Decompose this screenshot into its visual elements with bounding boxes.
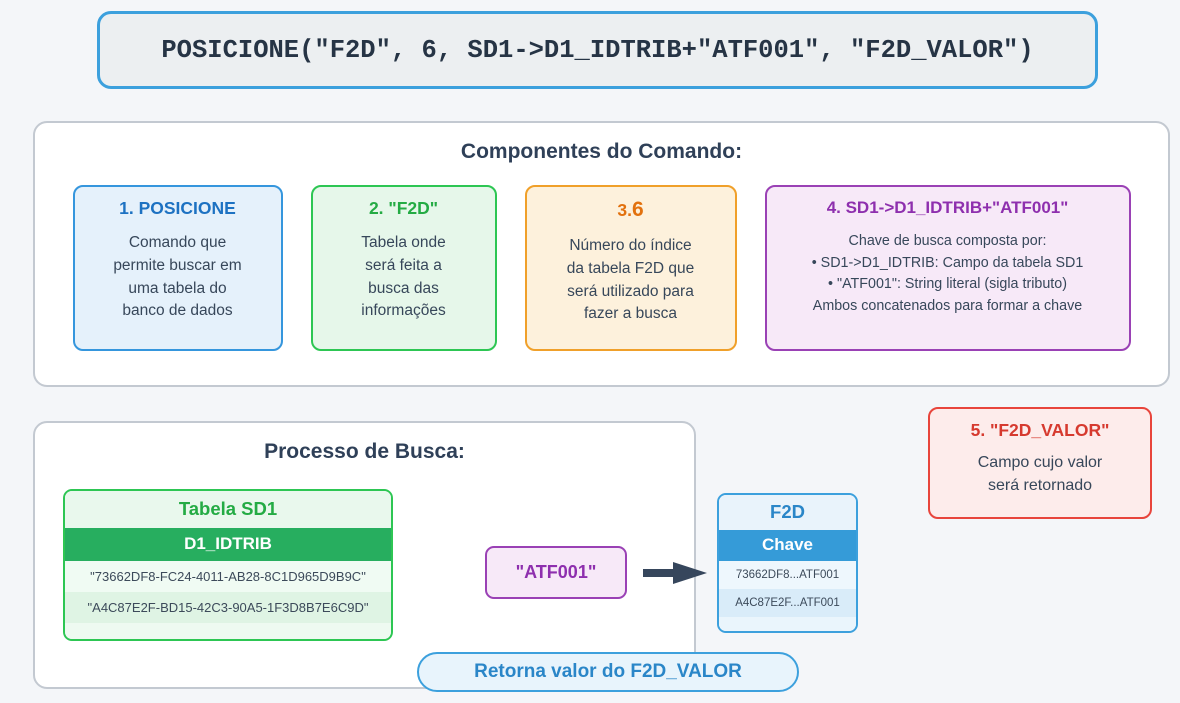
component-card-body: Número do índice da tabela F2D que será … bbox=[535, 235, 727, 326]
components-title: Componentes do Comando: bbox=[460, 140, 743, 163]
component-card-body: Chave de busca composta por: • SD1->D1_I… bbox=[775, 231, 1121, 318]
component-cards-row: 1. POSICIONE Comando que permite buscar … bbox=[35, 185, 1168, 351]
card-line: uma tabela do bbox=[128, 279, 227, 297]
sd1-table: Tabela SD1 D1_IDTRIB "73662DF8-FC24-4011… bbox=[63, 489, 393, 641]
component-card-title: 4. SD1->D1_IDTRIB+"ATF001" bbox=[826, 198, 1069, 217]
component-card-chave: 4. SD1->D1_IDTRIB+"ATF001" Chave de busc… bbox=[764, 185, 1131, 351]
arrow-right-icon bbox=[643, 562, 707, 584]
card-line: Ambos concatenados para formar a chave bbox=[812, 298, 1083, 315]
f2d-table-caption: F2D bbox=[719, 495, 856, 530]
card-line: busca das bbox=[368, 279, 439, 297]
card-title-number: 6 bbox=[631, 198, 644, 221]
command-box: POSICIONE("F2D", 6, SD1->D1_IDTRIB+"ATF0… bbox=[97, 11, 1098, 89]
card-line: será retornado bbox=[987, 477, 1093, 495]
component-card-title: 5. "F2D_VALOR" bbox=[970, 420, 1110, 440]
f2d-table-filler bbox=[719, 617, 856, 631]
component-card-body: Campo cujo valor será retornado bbox=[930, 451, 1150, 497]
card-line: fazer a busca bbox=[583, 305, 678, 323]
f2d-table-header: Chave bbox=[719, 530, 856, 561]
table-row: "A4C87E2F-BD15-42C3-90A5-1F3D8B7E6C9D" bbox=[65, 592, 391, 623]
card-line: Comando que bbox=[128, 234, 227, 251]
table-row: "73662DF8-FC24-4011-AB28-8C1D965D9B9C" bbox=[65, 561, 391, 592]
components-panel: Componentes do Comando: 1. POSICIONE Com… bbox=[33, 121, 1170, 387]
sd1-table-caption: Tabela SD1 bbox=[65, 491, 391, 528]
search-key-chip: "ATF001" bbox=[485, 546, 627, 599]
component-card-indice: 3.6 Número do índice da tabela F2D que s… bbox=[524, 185, 737, 351]
card-line: banco de dados bbox=[122, 302, 233, 320]
component-card-body: Comando que permite buscar em uma tabela… bbox=[83, 232, 273, 323]
card-line: será utilizado para bbox=[567, 282, 694, 300]
card-line: Tabela onde bbox=[361, 234, 446, 251]
component-card-body: Tabela onde será feita a busca das infor… bbox=[321, 232, 487, 323]
table-row: 73662DF8...ATF001 bbox=[719, 561, 856, 589]
component-card-title: 2. "F2D" bbox=[368, 198, 439, 218]
component-card-valor: 5. "F2D_VALOR" Campo cujo valor será ret… bbox=[928, 407, 1152, 519]
component-card-title: 1. POSICIONE bbox=[119, 198, 236, 218]
card-line: será feita a bbox=[365, 256, 442, 274]
card-title-prefix: 3. bbox=[617, 200, 632, 220]
card-line: Número do índice bbox=[569, 237, 692, 254]
card-line: • "ATF001": String literal (sigla tribut… bbox=[828, 276, 1067, 293]
command-text: POSICIONE("F2D", 6, SD1->D1_IDTRIB+"ATF0… bbox=[161, 35, 1034, 65]
component-card-title: 3.6 bbox=[535, 198, 727, 222]
card-line: • SD1->D1_IDTRIB: Campo da tabela SD1 bbox=[811, 254, 1084, 271]
card-line: Campo cujo valor bbox=[977, 454, 1103, 471]
sd1-table-header: D1_IDTRIB bbox=[65, 528, 391, 561]
sd1-table-filler bbox=[65, 623, 391, 639]
f2d-table: F2D Chave 73662DF8...ATF001 A4C87E2F...A… bbox=[717, 493, 858, 633]
component-card-f2d: 2. "F2D" Tabela onde será feita a busca … bbox=[310, 185, 497, 351]
card-line: permite buscar em bbox=[113, 256, 242, 274]
card-line: informações bbox=[361, 302, 446, 320]
card-line: da tabela F2D que bbox=[566, 259, 695, 277]
return-value-badge: Retorna valor do F2D_VALOR bbox=[417, 652, 799, 692]
component-card-posicione: 1. POSICIONE Comando que permite buscar … bbox=[72, 185, 283, 351]
processo-title: Processo de Busca: bbox=[264, 440, 465, 463]
card-line: Chave de busca composta por: bbox=[848, 233, 1047, 249]
table-row: A4C87E2F...ATF001 bbox=[719, 589, 856, 617]
